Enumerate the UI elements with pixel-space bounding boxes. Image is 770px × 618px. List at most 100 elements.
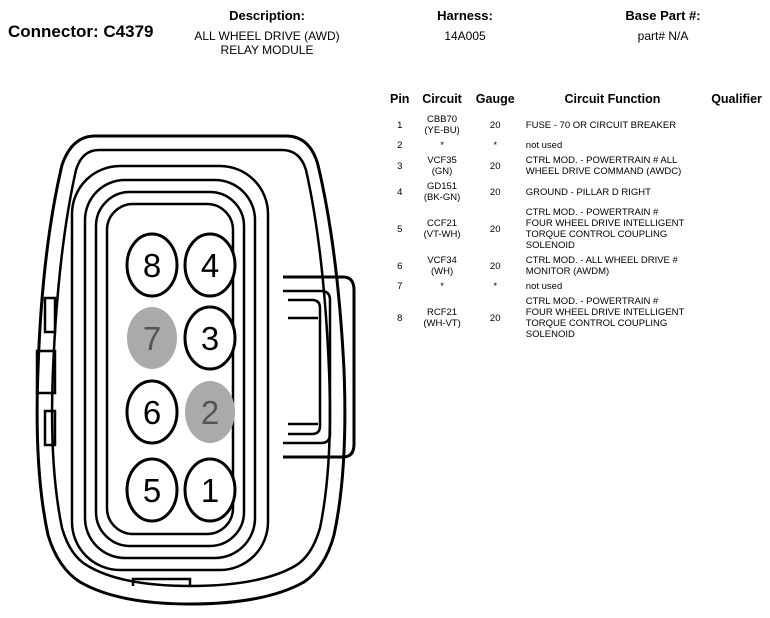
circuit-function-line: FOUR WHEEL DRIVE INTELLIGENT <box>525 307 685 318</box>
col-circuit-function: Circuit Function <box>564 92 661 106</box>
circuit-function-line: CTRL MOD. - ALL WHEEL DRIVE # <box>525 255 678 266</box>
col-qualifier: Qualifier <box>711 92 762 106</box>
pin-number-line: 3 <box>397 160 403 172</box>
pin-label-7: 7 <box>143 320 161 357</box>
base-part-label: Base Part #: <box>625 8 701 23</box>
circuit-line: (GN) <box>431 166 453 177</box>
bottom-latch-tab <box>131 577 192 586</box>
cavity-ring-3 <box>94 190 246 548</box>
circuit-function-line: SOLENOID <box>525 329 575 340</box>
pin-row-2: 2**not used <box>384 138 770 153</box>
qualifier <box>703 294 770 342</box>
gauge: 20 <box>469 205 522 253</box>
pin-cavity-1 <box>183 457 237 523</box>
pin-cavity-4 <box>183 232 237 298</box>
cavity-ring-4 <box>105 202 235 536</box>
pin-number-line: 2 <box>397 140 403 151</box>
description-label: Description: <box>229 8 305 23</box>
left-slot-top <box>43 296 57 334</box>
circuit-function-line: FOUR WHEEL DRIVE INTELLIGENT <box>525 218 685 229</box>
cavity-ring-1 <box>70 164 270 572</box>
pin-number: 6 <box>384 253 415 279</box>
gauge-line: 20 <box>489 186 501 198</box>
gauge-line: * <box>493 140 498 151</box>
pin-label-5: 5 <box>143 472 161 509</box>
pin-number: 8 <box>384 294 415 342</box>
description-value: ALL WHEEL DRIVE (AWD) RELAY MODULE <box>160 29 374 57</box>
col-circuit: Circuit <box>422 92 462 106</box>
description-line-1: ALL WHEEL DRIVE (AWD) <box>194 29 340 43</box>
qualifier <box>703 279 770 294</box>
qualifier <box>703 138 770 153</box>
circuit-function-line: WHEEL DRIVE COMMAND (AWDC) <box>525 166 682 177</box>
pin-cavity-6 <box>125 379 179 445</box>
col-pin: Pin <box>389 92 410 106</box>
circuit-function: GROUND - PILLAR D RIGHT <box>522 179 703 205</box>
harness-value: 14A005 <box>444 29 486 43</box>
circuit-line: GD151 <box>426 181 458 192</box>
circuit: * <box>415 279 468 294</box>
circuit-line: (YE-BU) <box>424 125 460 136</box>
circuit: RCF21(WH-VT) <box>415 294 468 342</box>
circuit-function-line: TORQUE CONTROL COUPLING <box>525 229 668 240</box>
pin-table: Pin Circuit Gauge Circuit Function Quali… <box>384 92 770 342</box>
circuit-line: (VT-WH) <box>423 229 461 240</box>
circuit-line: (BK-GN) <box>423 192 461 203</box>
pin-row-6: 6 VCF34(WH) 20 CTRL MOD. - ALL WHEEL DRIVE … <box>384 253 770 279</box>
circuit-function: CTRL MOD. - ALL WHEEL DRIVE #MONITOR (AW… <box>522 253 703 279</box>
circuit: GD151(BK-GN) <box>415 179 468 205</box>
circuit-line: (WH) <box>430 266 454 277</box>
pin-number-line: 7 <box>397 281 403 292</box>
pin-number: 2 <box>384 138 415 153</box>
pin-number: 7 <box>384 279 415 294</box>
circuit-line: * <box>440 281 444 292</box>
pin-cavity-8 <box>125 232 179 298</box>
circuit-function-line: not used <box>525 140 563 151</box>
pin-label-3: 3 <box>201 320 219 357</box>
pin-number: 4 <box>384 179 415 205</box>
circuit-function-line: TORQUE CONTROL COUPLING <box>525 318 668 329</box>
gauge: 20 <box>469 294 522 342</box>
qualifier <box>703 205 770 253</box>
circuit-function-line: MONITOR (AWDM) <box>525 266 610 277</box>
circuit-line: VCF34 <box>427 255 457 266</box>
gauge-line: 20 <box>489 223 501 235</box>
cavity-ring-2 <box>83 178 257 560</box>
right-latch-inner <box>283 289 332 445</box>
pin-table-header: Pin Circuit Gauge Circuit Function Quali… <box>384 92 770 112</box>
pin-cavity-3 <box>183 305 237 371</box>
circuit-function: not used <box>522 279 703 294</box>
gauge-line: 20 <box>489 119 501 131</box>
circuit: CCF21(VT-WH) <box>415 205 468 253</box>
pin-row-4: 4 GD151(BK-GN) 20 GROUND - PILLAR D RIGHT <box>384 179 770 205</box>
pin-number-line: 6 <box>397 260 403 272</box>
pin-number: 1 <box>384 112 415 138</box>
harness-label: Harness: <box>437 8 493 23</box>
pin-number-line: 4 <box>397 186 403 198</box>
circuit-line: CCF21 <box>427 218 458 229</box>
pin-label-8: 8 <box>143 247 161 284</box>
pin-row-7: 7**not used <box>384 279 770 294</box>
circuit: VCF35(GN) <box>415 153 468 179</box>
gauge: * <box>469 279 522 294</box>
description-line-2: RELAY MODULE <box>220 43 314 57</box>
connector-housing-inner <box>50 148 332 588</box>
gauge: 20 <box>469 253 522 279</box>
circuit-function: FUSE - 70 OR CIRCUIT BREAKER <box>522 112 703 138</box>
gauge: * <box>469 138 522 153</box>
gauge: 20 <box>469 179 522 205</box>
gauge: 20 <box>469 153 522 179</box>
circuit: VCF34(WH) <box>415 253 468 279</box>
circuit: CBB70(YE-BU) <box>415 112 468 138</box>
gauge-line: 20 <box>489 260 501 272</box>
qualifier <box>703 179 770 205</box>
pin-number: 3 <box>384 153 415 179</box>
